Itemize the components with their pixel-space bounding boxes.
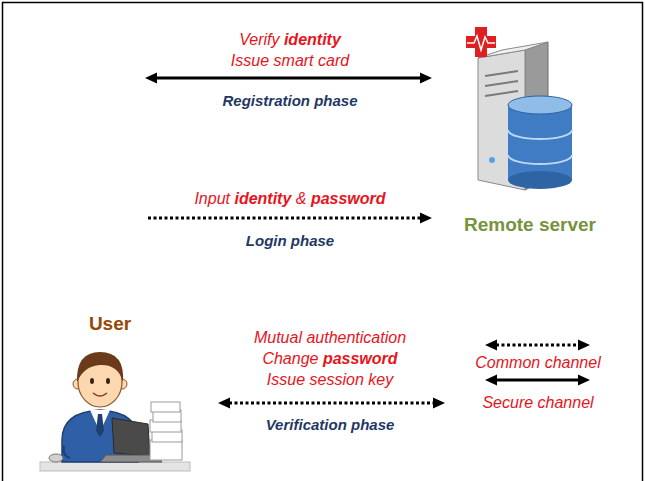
arrow-head [578,340,590,351]
text-run: & [291,190,311,207]
heartbeat-line [467,36,495,50]
message-text: Input identity & password [194,188,385,209]
database-bottom [508,171,572,189]
arrow-shaft [148,217,421,220]
tie [96,414,104,437]
arrow-head [485,340,497,351]
text-run: User [89,313,131,334]
paper [151,402,180,412]
power-light [489,157,495,163]
database-ring [508,130,572,139]
database-icon [508,96,572,189]
phase-name: Verification phase [266,414,395,435]
drive-slot [485,81,518,86]
text-run: identity [284,31,341,48]
arrow-shaft [496,379,579,382]
smile [93,393,107,396]
arrow-shaft [229,402,434,405]
text-run: Change [262,350,323,367]
arrow-head [485,375,497,386]
drive-slot [485,71,518,76]
text-run: Issue session key [267,371,393,388]
phase-name: Registration phase [222,90,357,111]
phase-arrow [145,73,432,84]
text-run: Registration phase [222,92,357,109]
legend-sample [485,375,590,386]
message-text: Verify identity Issue smart card [231,29,349,71]
desk [40,462,190,471]
user-label: User [89,312,131,335]
phase-arrow [148,213,432,224]
paper [150,440,182,460]
message-text: Mutual authentication Change password Is… [254,327,406,390]
paper-stack [150,402,182,460]
database-body [508,105,572,180]
arrow-shaft [156,77,421,80]
frame [3,3,643,481]
text-run: Issue smart card [231,52,349,69]
drive-slot [485,91,518,96]
server-icon [466,27,572,190]
text-run: password [323,350,398,367]
hair [77,352,123,382]
text-run: password [311,190,386,207]
text-run: Verification phase [266,416,395,433]
arrow-head [218,398,230,409]
text-run: identity [234,190,291,207]
text-run: Input [194,190,234,207]
arrow-shaft [496,344,579,347]
text-run: Verify [239,31,284,48]
medical-cross [466,27,496,57]
eye [106,378,110,384]
laptop-screen [112,418,150,456]
user-figure [40,352,190,471]
text-run: Login phase [246,232,334,249]
arrow-head [578,375,590,386]
arrow-head [145,73,157,84]
legend-text: Secure channel [482,392,593,413]
arrow-head [420,213,432,224]
arrow-head [420,73,432,84]
server-label: Remote server [464,213,596,236]
arm [64,446,70,458]
phase-name: Login phase [246,230,334,251]
arrow-head [433,398,445,409]
text-run: Remote server [464,214,596,235]
eye [90,378,94,384]
legend-sample [485,340,590,351]
database-top [508,96,572,114]
legend-text: Common channel [475,352,600,373]
database-ring [508,155,572,164]
mouse [49,454,63,462]
text-run: Mutual authentication [254,329,406,346]
phase-arrow [218,398,445,409]
